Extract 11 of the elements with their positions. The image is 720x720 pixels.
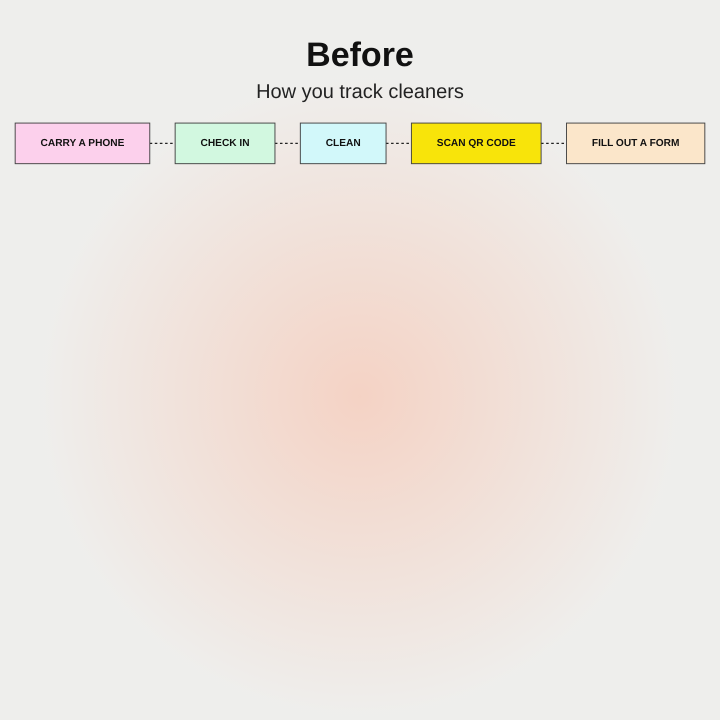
title: Before (306, 36, 414, 75)
node-box: CHECK IN (174, 122, 276, 164)
connector (386, 142, 412, 144)
node-box: FILL OUT A FORM (566, 122, 706, 164)
connector (274, 142, 300, 144)
node-box: CLEAN (300, 122, 387, 164)
connector (541, 142, 566, 144)
subtitle: How you track cleaners (256, 81, 464, 104)
node-box: SCAN QR CODE (410, 122, 542, 164)
connector (150, 142, 176, 144)
node-box: CARRY A PHONE (14, 122, 150, 164)
